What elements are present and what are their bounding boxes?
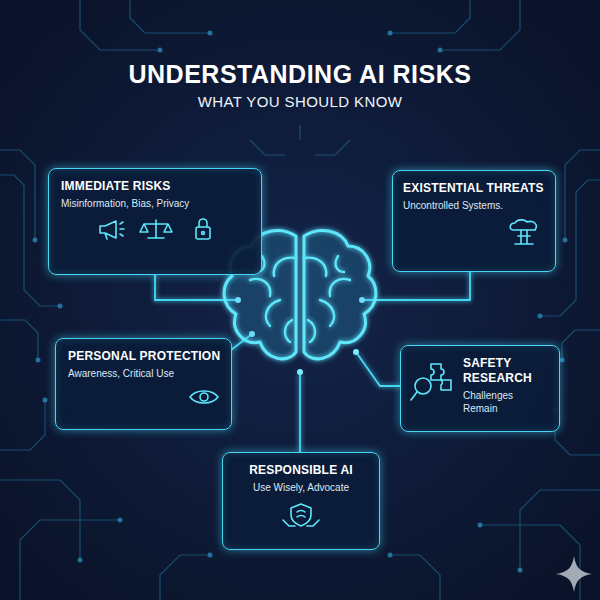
- box-body: Use Wisely, Advocate: [233, 481, 369, 494]
- box-body: Uncontrolled Systems.: [403, 199, 545, 212]
- research-icon-art: [409, 360, 455, 406]
- box-body: Challenges Remain: [463, 389, 549, 415]
- info-box: IMMEDIATE RISKS Misinformation, Bias, Pri…: [48, 168, 262, 275]
- eye-icon: [68, 386, 221, 412]
- mushroom-cloud-icon: [403, 218, 545, 252]
- research-icon: [409, 360, 455, 410]
- risk-icons: [61, 216, 251, 246]
- shield-hands-icon: [233, 500, 369, 534]
- diagram-title: UNDERSTANDING AI RISKS: [0, 60, 600, 89]
- info-box: SAFETY RESEARCH Challenges Remain: [400, 345, 560, 432]
- info-box: PERSONAL PROTECTION Awareness, Critical U…: [55, 338, 232, 430]
- box-heading: SAFETY RESEARCH: [463, 356, 549, 386]
- circuit-pads: [33, 31, 568, 573]
- box-heading: RESPONSIBLE AI: [233, 463, 369, 478]
- info-box: RESPONSIBLE AI Use Wisely, Advocate: [222, 452, 380, 550]
- sparkle-watermark: [556, 556, 592, 592]
- eye-icon-art: [187, 386, 221, 408]
- box-body: Awareness, Critical Use: [68, 367, 221, 380]
- box-heading: EXISTENTIAL THREATS: [403, 181, 545, 196]
- box-heading: IMMEDIATE RISKS: [61, 179, 251, 194]
- risk-icons-art: [96, 216, 216, 242]
- shield-hands-icon-art: [281, 500, 321, 530]
- subtitle: WHAT YOU SHOULD KNOW: [0, 93, 600, 110]
- info-box: EXISTENTIAL THREATS Uncontrolled Systems.: [392, 170, 556, 272]
- mushroom-cloud-icon-art: [505, 218, 545, 248]
- box-heading: PERSONAL PROTECTION: [68, 349, 221, 364]
- box-body: Misinformation, Bias, Privacy: [61, 197, 251, 210]
